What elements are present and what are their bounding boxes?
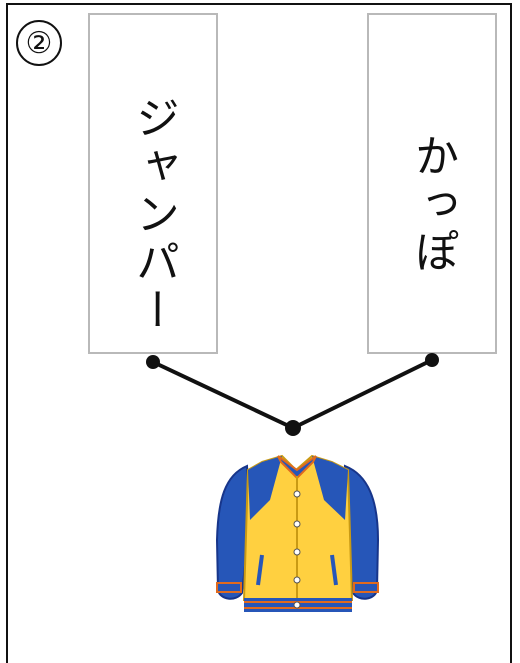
jacket-button <box>293 548 301 556</box>
word-card-left[interactable]: ジャンパー <box>88 13 218 354</box>
jacket-collar <box>277 455 317 480</box>
jacket-left-pocket <box>256 554 264 586</box>
picture-dot[interactable] <box>285 420 301 436</box>
word-card-right-text: かっぽ <box>407 133 458 277</box>
word-card-left-text: ジャンパー <box>128 95 179 335</box>
word-card-right[interactable]: かっぽ <box>367 13 497 354</box>
jacket-left-sleeve <box>215 464 252 600</box>
worksheet-frame <box>6 3 512 663</box>
jacket-right-shoulder <box>312 456 348 520</box>
question-number: ② <box>16 20 62 66</box>
jacket-left-shoulder <box>248 456 282 520</box>
jacket-button <box>293 576 301 584</box>
jacket-icon <box>215 454 380 612</box>
jacket-button <box>293 490 301 498</box>
question-number-text: ② <box>25 25 53 61</box>
jacket-left-cuff <box>216 582 242 593</box>
jacket-button <box>293 520 301 528</box>
jacket-button <box>293 601 301 609</box>
connector-left-line <box>152 360 294 430</box>
jacket-right-cuff <box>353 582 379 593</box>
connector-right-line <box>292 358 433 430</box>
left-card-dot[interactable] <box>146 355 160 369</box>
jacket-right-sleeve <box>344 464 380 600</box>
jacket-right-pocket <box>330 554 338 586</box>
right-card-dot[interactable] <box>425 353 439 367</box>
